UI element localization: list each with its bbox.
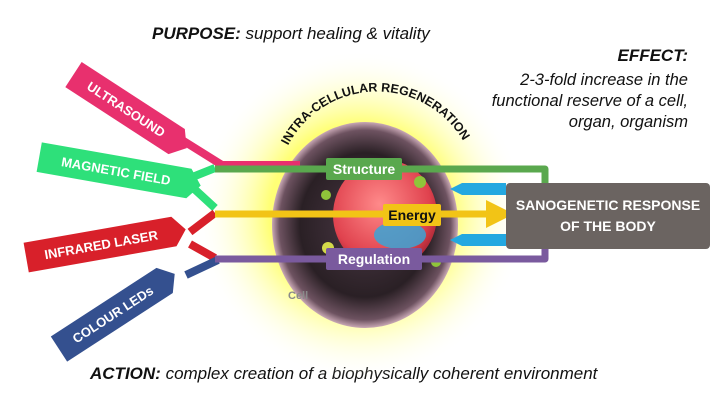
feedback-arrows <box>450 183 506 246</box>
purpose-statement: PURPOSE: support healing & vitality <box>152 24 430 44</box>
energy-label: Energy <box>388 207 436 223</box>
purpose-text: support healing & vitality <box>245 24 430 43</box>
regulation-channel: Regulation <box>326 248 422 270</box>
infrared-laser-tag <box>23 216 186 273</box>
action-label: ACTION: <box>90 364 161 383</box>
magnetic-field-tag <box>36 142 201 199</box>
regulation-label: Regulation <box>338 251 410 267</box>
colour-leds-connector <box>184 256 220 279</box>
energy-channel: Energy <box>383 204 441 226</box>
infrared-laser-connector <box>187 209 218 262</box>
input-magnetic-field: MAGNETIC FIELD <box>36 142 201 199</box>
cell-organelle <box>374 221 426 249</box>
cell-label: Cell <box>288 290 308 302</box>
ultrasound-connector <box>179 136 300 169</box>
structure-channel-line <box>215 165 549 185</box>
ultrasound-tag <box>65 62 187 155</box>
colour-leds-label: COLOUR LEDs <box>70 283 156 346</box>
purpose-label: PURPOSE: <box>152 24 241 43</box>
input-infrared-laser: INFRARED LASER <box>23 216 186 273</box>
input-colour-leds: COLOUR LEDs <box>50 267 175 362</box>
response-line-2: OF THE BODY <box>560 218 656 234</box>
effect-label: EFFECT: <box>617 46 688 65</box>
structure-box <box>326 158 402 180</box>
feedback-arrow <box>450 183 506 195</box>
cell-organelle <box>321 190 331 200</box>
structure-label: Structure <box>333 161 395 177</box>
effect-text: 2-3-fold increase in the functional rese… <box>491 71 688 131</box>
response-line-1: SANOGENETIC RESPONSE <box>516 197 700 213</box>
response-box-bg <box>506 183 710 249</box>
sanogenetic-response-box: SANOGENETIC RESPONSE OF THE BODY <box>506 183 710 249</box>
feedback-arrow <box>450 234 506 246</box>
regulation-channel-line <box>215 246 549 263</box>
cell-organelle <box>414 176 426 188</box>
input-ultrasound: ULTRASOUND <box>65 62 187 155</box>
colour-leds-tag <box>50 267 175 362</box>
ultrasound-label: ULTRASOUND <box>84 79 168 141</box>
energy-box <box>383 204 441 226</box>
structure-channel: Structure <box>326 158 402 180</box>
regulation-box <box>326 248 422 270</box>
